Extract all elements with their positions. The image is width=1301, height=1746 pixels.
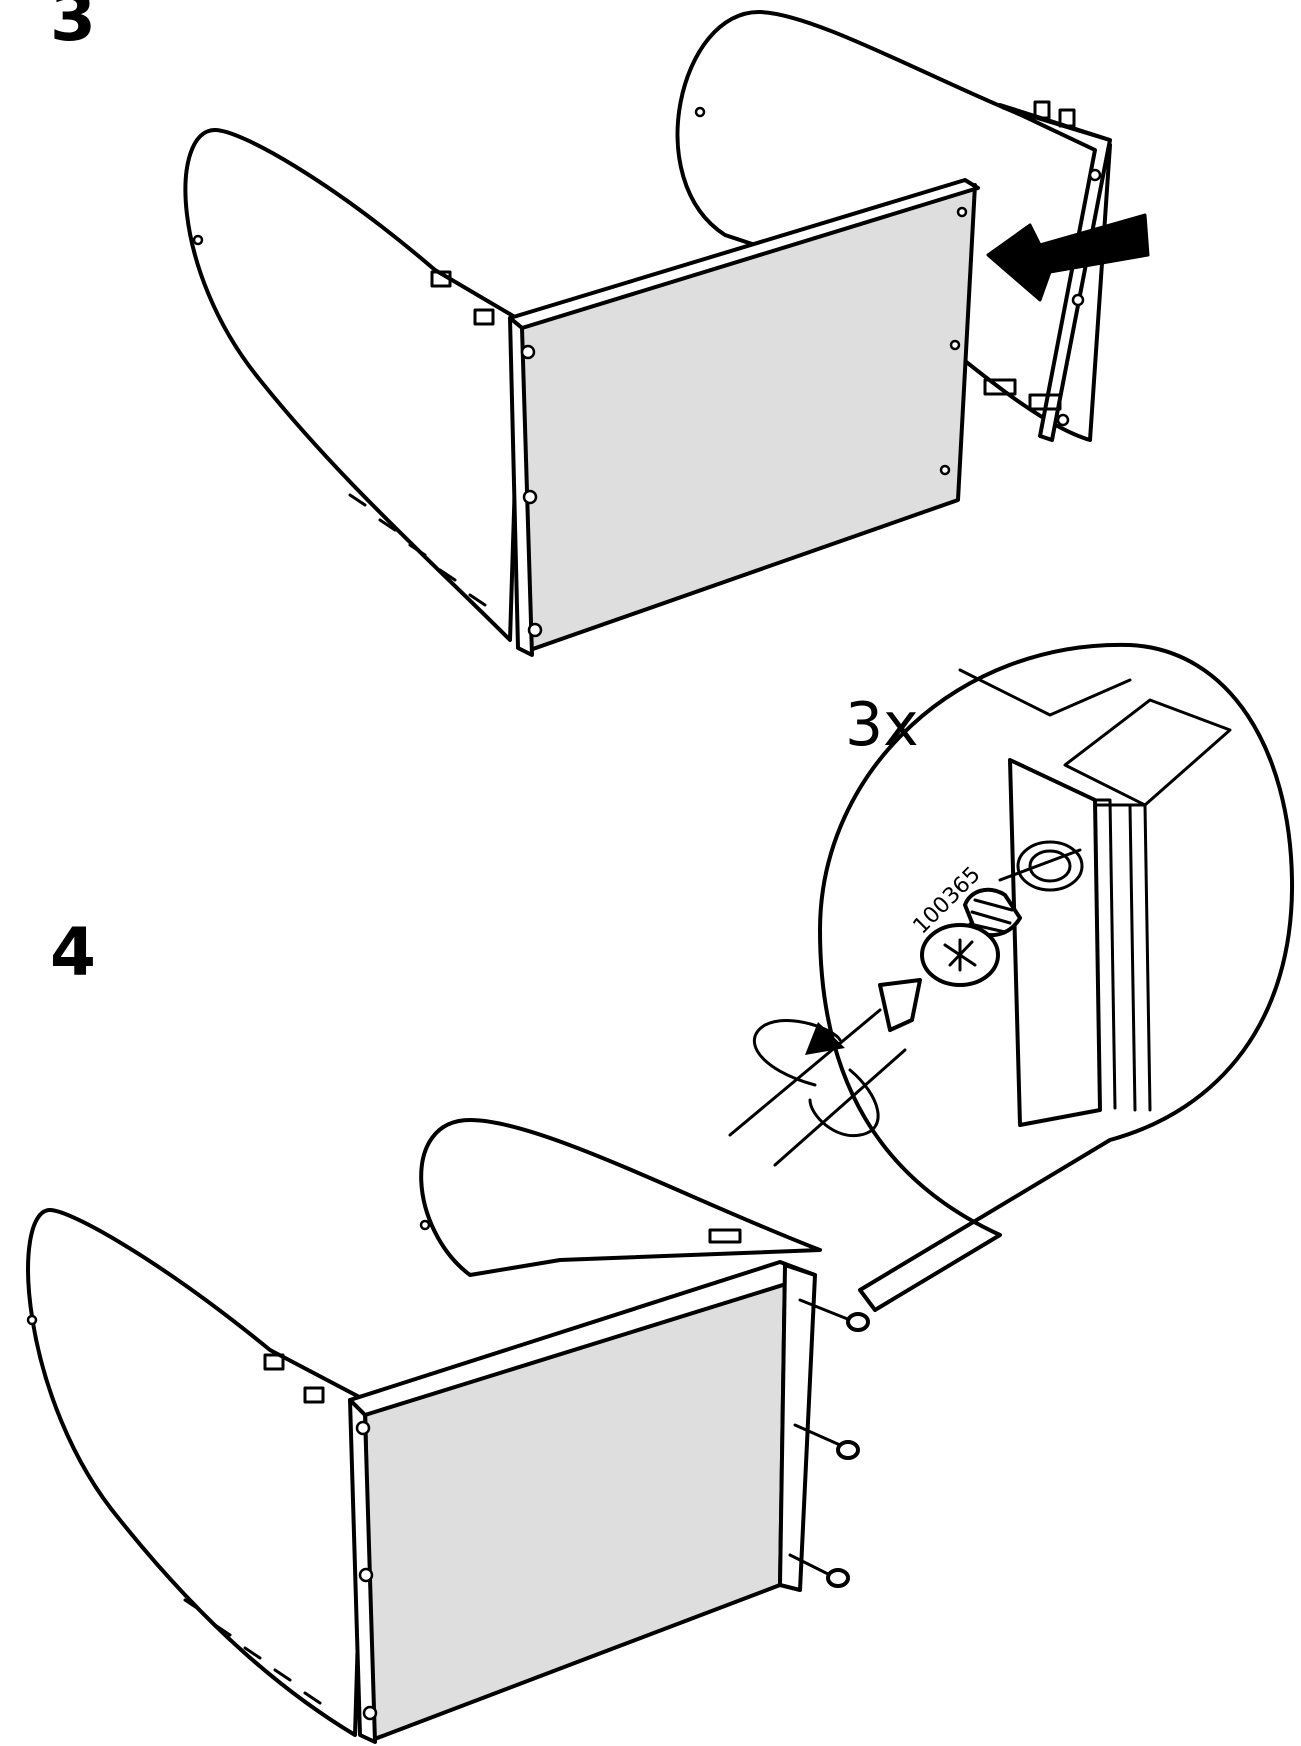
- step4-right-side-panel: [419, 1118, 822, 1277]
- push-arrow-icon: [986, 213, 1150, 302]
- step3-front-panel: [508, 178, 980, 657]
- screwdriver-icon: [728, 978, 922, 1167]
- screw-icon: [920, 887, 1022, 987]
- detail-callout: 100365 3x: [728, 642, 1295, 1312]
- step-4-number: 4: [50, 914, 96, 991]
- step4-left-side-panel: [26, 1208, 367, 1737]
- step-3: 3: [50, 0, 1150, 657]
- step3-left-side-panel: [183, 128, 522, 642]
- rotate-arrow-icon: [753, 1019, 880, 1138]
- step4-front-panel: [348, 1260, 870, 1744]
- step-4: 4 100365: [26, 642, 1295, 1744]
- quantity-label: 3x: [845, 690, 919, 760]
- step-3-number: 3: [50, 0, 96, 56]
